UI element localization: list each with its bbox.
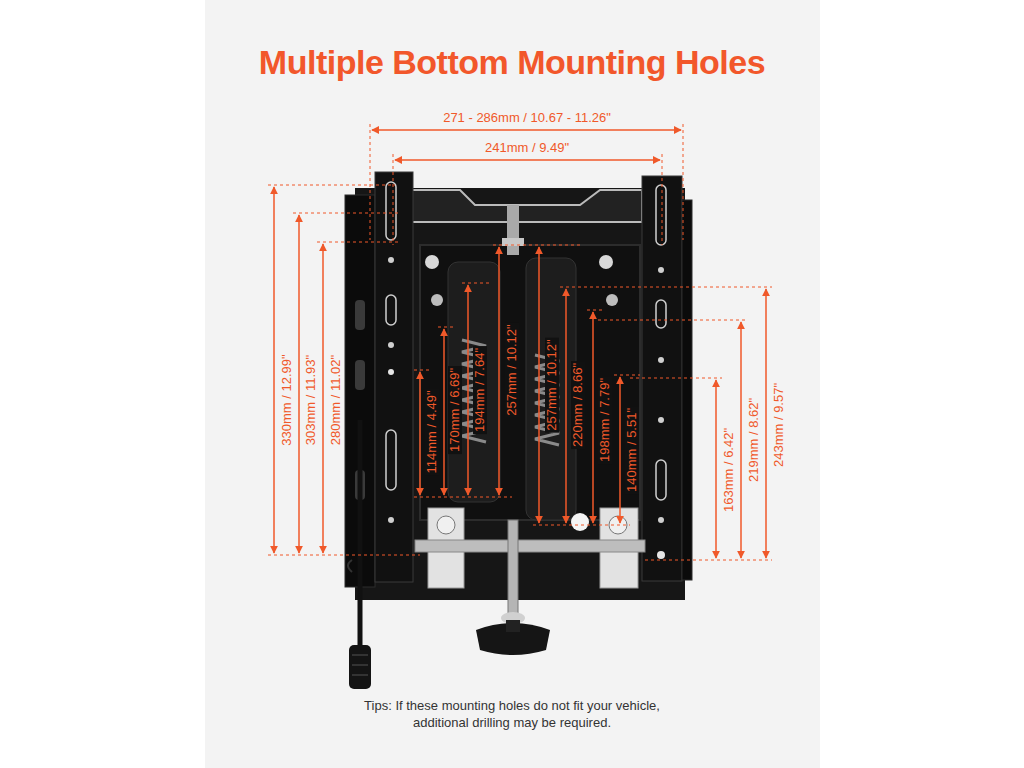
dimension-label: 271 - 286mm / 10.67 - 11.26" [441, 111, 613, 125]
dimension-label: 241mm / 9.49" [483, 141, 571, 155]
dimension-label: 140mm / 5.51" [625, 406, 639, 494]
extension-lines [268, 124, 772, 560]
background-panel [205, 0, 820, 768]
dimension-lines [274, 130, 766, 558]
dimension-label: 163mm / 6.42" [722, 426, 736, 514]
dimension-label: 330mm / 12.99" [280, 352, 294, 447]
seat-slider-frame [345, 172, 692, 689]
page-title: Multiple Bottom Mounting Holes [259, 43, 765, 82]
dimension-label: 243mm / 9.57" [772, 381, 786, 469]
dimension-label: 220mm / 8.66" [571, 361, 585, 449]
dimension-label: 114mm / 4.49" [425, 388, 439, 475]
dimension-label: 194mm / 7.64" [473, 346, 487, 434]
dimension-label: 198mm / 7.79" [598, 376, 612, 464]
dimension-label: 280mm / 11.02" [329, 353, 343, 447]
dimension-label: 219mm / 8.62" [747, 396, 761, 484]
dimension-label: 257mm / 10.12" [545, 337, 559, 432]
tip-caption: Tips: If these mounting holes do not fit… [347, 697, 677, 731]
dimension-label: 303mm / 11.93" [304, 353, 318, 447]
dimension-label: 170mm / 6.69" [448, 366, 462, 454]
dimension-label: 257mm / 10.12" [505, 322, 519, 417]
